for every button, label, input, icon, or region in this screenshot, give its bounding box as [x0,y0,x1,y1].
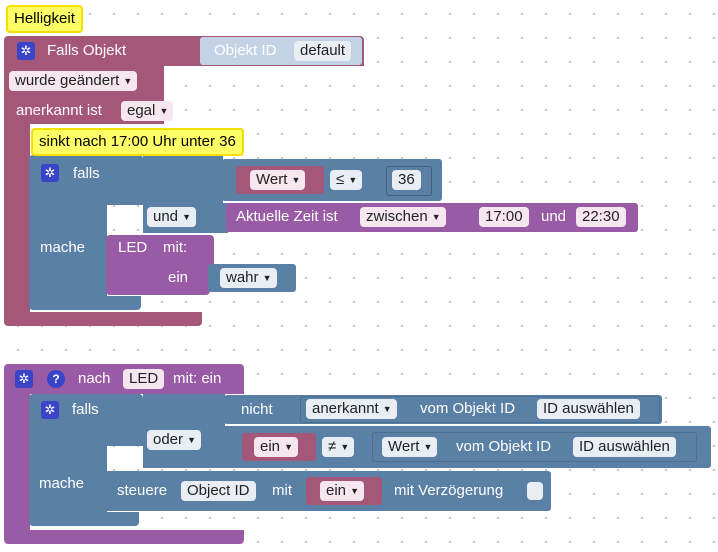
led-call-block[interactable] [106,235,214,267]
dropdown-arrow-icon: ▼ [159,106,169,116]
trigger-block-bottom [4,312,202,326]
control-value-dropdown[interactable]: ein▼ [320,481,365,501]
oder-dropdown[interactable]: oder▼ [147,430,202,450]
led-label: LED [118,239,148,256]
delay-checkbox[interactable] [527,482,543,500]
mache2-label: mache [39,475,85,492]
time-and-label: und [541,208,567,225]
comment-helligkeit[interactable]: Helligkeit [6,5,83,33]
if2-falls-label: falls [72,401,99,418]
vom-objekt-id-label: vom Objekt ID [420,400,516,417]
function-block-bottom [4,530,244,544]
wert-dropdown[interactable]: Wert▼ [250,170,306,190]
id-select-field-2[interactable]: ID auswählen [573,437,676,457]
if2-block-header-right [143,394,225,426]
dropdown-arrow-icon: ▼ [348,175,358,185]
control-mit-label: mit [272,482,292,499]
if-block-mid [29,205,107,300]
time-mode-dropdown[interactable]: zwischen▼ [360,207,446,227]
not-label: nicht [241,401,273,418]
dropdown-arrow-icon: ▼ [382,404,392,414]
dropdown-arrow-icon: ▼ [291,175,301,185]
gear-icon[interactable]: ✲ [17,42,35,60]
changed-dropdown[interactable]: wurde geändert▼ [9,71,138,91]
dropdown-arrow-icon: ▼ [340,442,350,452]
threshold-value[interactable]: 36 [392,170,421,190]
dropdown-arrow-icon: ▼ [431,212,441,222]
object-id-field[interactable]: Object ID [181,481,256,501]
dropdown-arrow-icon: ▼ [423,442,433,452]
gear-icon[interactable]: ✲ [41,164,59,182]
if-block-bottom [29,296,141,310]
dropdown-arrow-icon: ▼ [262,273,272,283]
mache-label: mache [40,239,86,256]
time-label: Aktuelle Zeit ist [236,208,338,225]
delay-label: mit Verzögerung [394,482,504,499]
gear-icon[interactable]: ✲ [15,370,33,388]
anerkannt-dropdown[interactable]: anerkannt▼ [306,399,397,419]
objekt-id-value[interactable]: default [294,41,352,61]
function-title-post: mit: ein [173,370,222,387]
ack-dropdown[interactable]: egal▼ [121,101,174,121]
vom-objekt-id-label-2: vom Objekt ID [456,438,552,455]
function-title-pre: nach [78,370,111,387]
led-call-block-left [106,267,210,295]
und-dropdown[interactable]: und▼ [147,207,197,227]
ack-label: anerkannt ist [16,102,102,119]
if-block-header-right [143,155,223,203]
led-ein-label: ein [168,269,189,286]
objekt-id-label: Objekt ID [214,42,277,59]
time-to-field[interactable]: 22:30 [576,207,626,227]
trigger-block-left-bar [4,124,30,312]
dropdown-arrow-icon: ▼ [284,442,294,452]
wert2-dropdown[interactable]: Wert▼ [382,437,438,457]
led-mit-label: mit: [163,239,188,256]
bool-dropdown[interactable]: wahr▼ [220,268,277,288]
dropdown-arrow-icon: ▼ [123,76,133,86]
dropdown-arrow-icon: ▼ [350,486,360,496]
if2-block-bottom [29,512,139,526]
gear-icon[interactable]: ✲ [41,401,59,419]
function-block-left-bar [4,394,30,532]
steuere-label: steuere [117,482,168,499]
time-from-field[interactable]: 17:00 [479,207,529,227]
dropdown-arrow-icon: ▼ [182,212,192,222]
dropdown-arrow-icon: ▼ [187,435,197,445]
if2-block-mid [29,446,107,516]
operator-dropdown[interactable]: ≤▼ [330,170,363,190]
ein-dropdown[interactable]: ein▼ [254,437,299,457]
help-icon[interactable]: ? [47,370,65,388]
function-name-field[interactable]: LED [123,369,165,389]
neq-operator-dropdown[interactable]: ≠▼ [322,437,355,457]
if-falls-label: falls [73,165,100,182]
trigger-title: Falls Objekt [47,42,127,59]
id-select-field[interactable]: ID auswählen [537,399,640,419]
comment-inner[interactable]: sinkt nach 17:00 Uhr unter 36 [31,128,244,156]
